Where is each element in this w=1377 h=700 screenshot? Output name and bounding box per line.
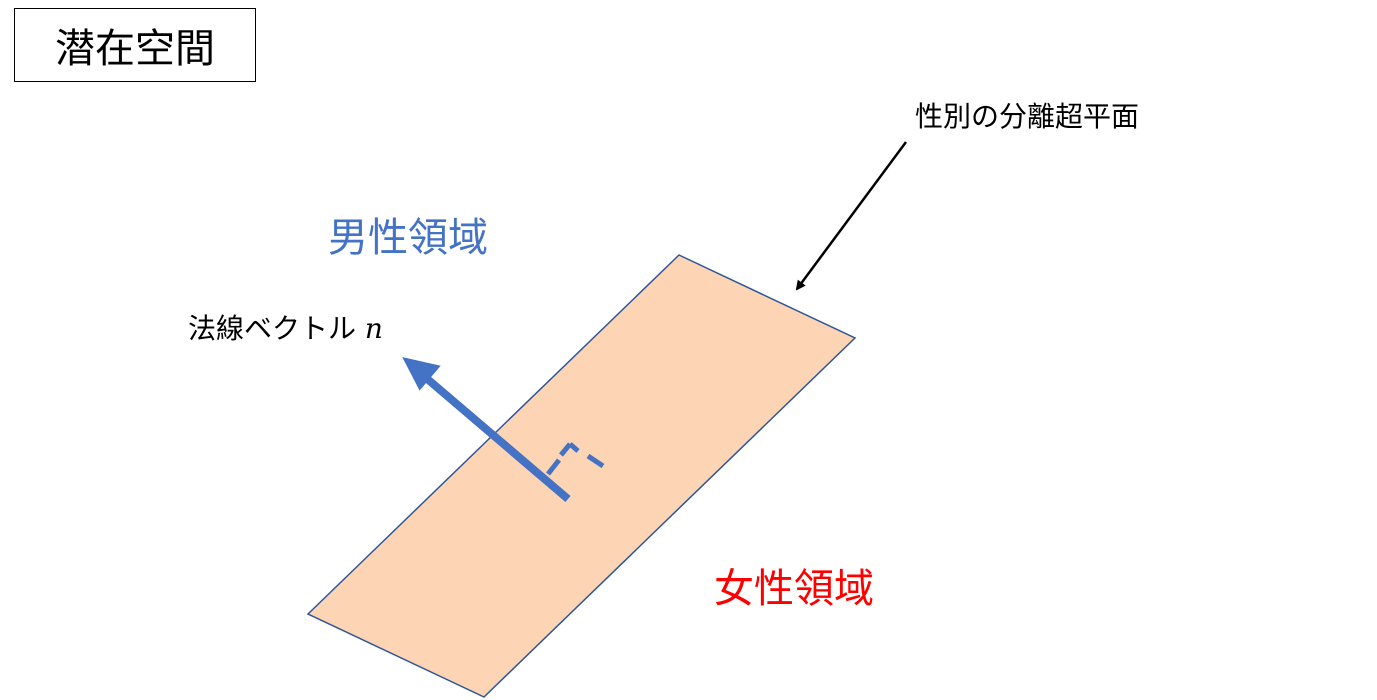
normal-vector-symbol: n [364,312,383,345]
male-region-label: 男性領域 [328,215,488,261]
pointer-arrow [795,141,908,291]
separating-hyperplane [306,254,857,698]
normal-vector-text: 法線ベクトル [188,312,357,345]
female-region-label: 女性領域 [714,566,874,612]
normal-vector-arrow [402,357,571,503]
title-box: 潜在空間 [14,8,256,82]
normal-vector-label: 法線ベクトル n [188,307,383,347]
page-title: 潜在空間 [55,26,215,72]
hyperplane-label: 性別の分離超平面 [915,100,1140,133]
right-angle-marker [546,442,605,476]
